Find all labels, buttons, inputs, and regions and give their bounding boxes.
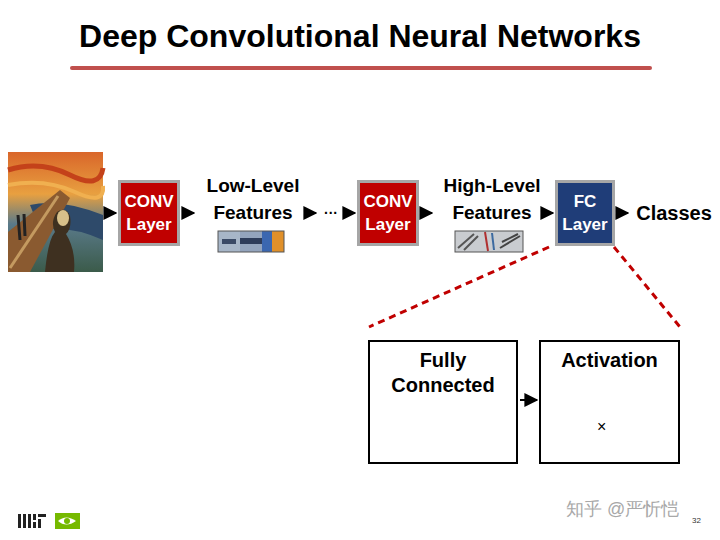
slide-title: Deep Convolutional Neural Networks (0, 18, 720, 55)
node-text: Low-Level Features (196, 172, 310, 226)
zoom-line (614, 247, 680, 327)
title-underline (72, 66, 650, 70)
input-arrow (104, 212, 116, 214)
high-level-thumbnails (455, 231, 523, 252)
node-text: Fully Connected (374, 348, 512, 398)
node-text: Classes (630, 199, 718, 227)
node-text: ··· (318, 201, 344, 225)
node-text: Activation (545, 348, 674, 373)
watermark: 知乎 @严忻恺 (566, 497, 679, 521)
node-text: CONV Layer (123, 190, 175, 236)
fc-layer-box: FC Layer (555, 180, 615, 246)
nvidia-logo (55, 513, 80, 529)
detail-box: Fully Connected (368, 340, 518, 464)
zoom-line (369, 247, 549, 327)
flow-arrow (552, 212, 553, 214)
page-number: 32 (692, 516, 701, 525)
input-painting (8, 152, 103, 272)
node-text: FC Layer (560, 190, 610, 236)
flow-arrow (182, 212, 194, 214)
classes-label: Classes (630, 199, 718, 227)
flow-arrow (520, 399, 537, 401)
conv-layer-box: CONV Layer (357, 180, 419, 246)
ellipsis: ··· (318, 201, 344, 225)
feature-label: High-Level Features (434, 172, 550, 228)
mit-logo (18, 514, 46, 528)
flow-arrow (421, 212, 432, 214)
node-text: CONV Layer (362, 190, 414, 236)
detail-box: Activation × (539, 340, 680, 464)
low-level-thumbnails (218, 231, 284, 252)
flow-arrow (346, 212, 355, 214)
flow-arrow (617, 212, 628, 214)
flow-arrow (312, 212, 316, 214)
feature-label: Low-Level Features (196, 172, 310, 228)
multiply-sign: × (597, 414, 606, 439)
node-text: High-Level Features (434, 172, 550, 226)
conv-layer-box: CONV Layer (118, 180, 180, 246)
